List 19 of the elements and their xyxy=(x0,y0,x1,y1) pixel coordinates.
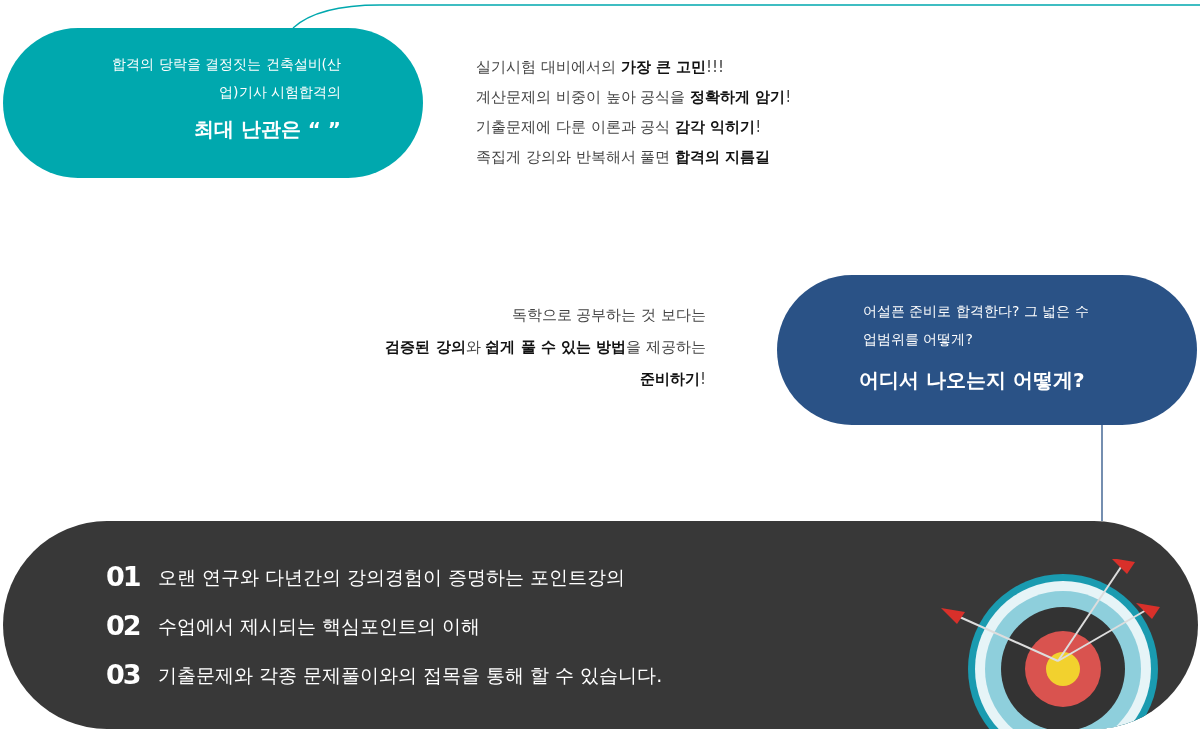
text-line: 계산문제의 비중이 높아 공식을 정확하게 암기! xyxy=(476,88,792,107)
item-text: 수업에서 제시되는 핵심포인트의 이해 xyxy=(158,614,481,639)
item-number: 02 xyxy=(106,610,140,641)
text-line: 독학으로 공부하는 것 보다는 xyxy=(511,306,706,325)
banner-text: 어설픈 준비로 합격한다? 그 넓은 수업범위를 어떻게? xyxy=(863,302,1090,349)
text-line: 족집게 강의와 반복해서 풀면 합격의 지름길 xyxy=(476,148,771,167)
connector-line xyxy=(1101,424,1103,522)
item-number: 01 xyxy=(106,561,140,592)
text-line: 기출문제에 다룬 이론과 공식 감각 익히기! xyxy=(476,118,762,137)
connector-line xyxy=(292,4,1200,29)
text-line: 실기시험 대비에서의 가장 큰 고민!!! xyxy=(476,58,725,77)
banner-heading: 최대 난관은 “ ” xyxy=(193,116,341,143)
banner-heading: 어디서 나오는지 어떻게? xyxy=(859,367,1085,394)
text-line: 준비하기! xyxy=(640,370,706,389)
banner-text: 합격의 당락을 결정짓는 건축설비(산업)기사 시험합격의 xyxy=(111,55,341,102)
text-line: 검증된 강의와 쉽게 풀 수 있는 방법을 제공하는 xyxy=(385,338,706,357)
item-number: 03 xyxy=(106,659,140,690)
item-text: 기출문제와 각종 문제풀이와의 접목을 통해 할 수 있습니다. xyxy=(158,663,663,688)
item-text: 오랜 연구와 다년간의 강의경험이 증명하는 포인트강의 xyxy=(158,565,626,590)
